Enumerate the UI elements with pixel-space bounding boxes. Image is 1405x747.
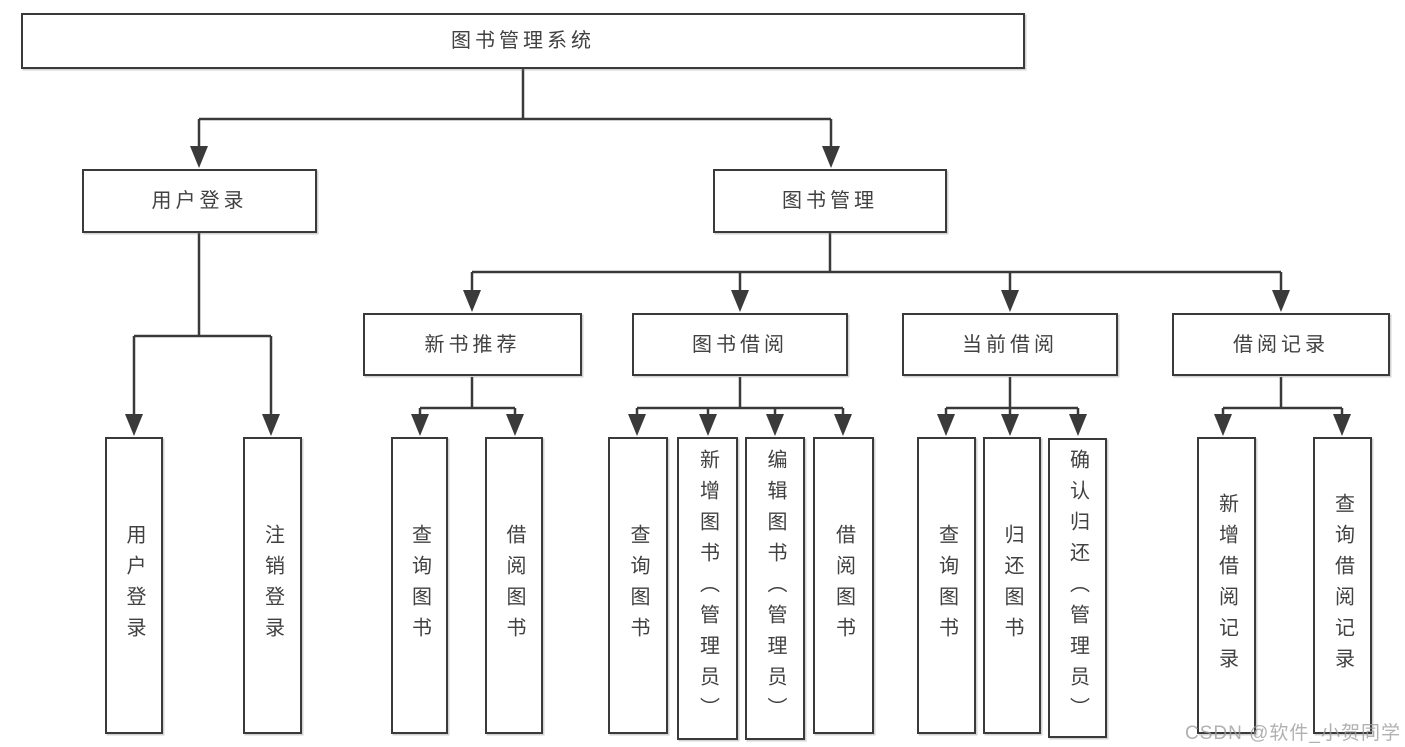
leaf-return-books: 归还图书	[983, 437, 1041, 734]
arrow-icon	[766, 414, 784, 436]
node-label: 查询图书	[935, 523, 958, 648]
arrow-icon	[1001, 414, 1019, 436]
leaf-user-login: 用户登录	[105, 437, 163, 734]
node-borrow-records: 借阅记录	[1172, 313, 1390, 376]
csdn-watermark: CSDN @软件_小贺同学	[1185, 723, 1401, 744]
node-label: 当前借阅	[962, 333, 1058, 356]
node-label: 注销登录	[261, 523, 284, 648]
arrow-icon	[190, 146, 208, 168]
node-label: 归还图书	[1001, 523, 1023, 648]
leaf-add-borrow-record: 新增借阅记录	[1197, 437, 1256, 734]
node-label: 图书借阅	[692, 333, 788, 356]
arrow-icon	[411, 414, 429, 436]
arrow-icon	[506, 414, 524, 436]
arrowheads	[125, 146, 1351, 436]
node-user-login: 用户登录	[82, 169, 317, 233]
arrow-icon	[937, 414, 955, 436]
arrow-icon	[731, 290, 749, 312]
node-book-management: 图书管理	[713, 169, 947, 233]
node-label: 用户登录	[151, 190, 248, 212]
node-label: 图书管理系统	[451, 30, 595, 52]
node-label: 查询图书	[627, 523, 649, 648]
connector-lines	[132, 69, 1344, 416]
node-label: 新增借阅记录	[1215, 492, 1238, 679]
leaf-query-books-borrow: 查询图书	[608, 437, 668, 734]
node-label: 确认归还（管理员）	[1066, 448, 1089, 728]
node-label: 借阅图书	[503, 523, 525, 648]
arrow-icon	[463, 290, 481, 312]
arrow-icon	[262, 414, 280, 436]
leaf-edit-books-admin: 编辑图书（管理员）	[745, 437, 805, 740]
leaf-borrow-books-recommend: 借阅图书	[485, 437, 543, 734]
node-label: 图书管理	[782, 190, 878, 212]
node-label: 查询借阅记录	[1331, 492, 1354, 679]
leaf-logout: 注销登录	[243, 437, 302, 734]
node-label: 借阅图书	[832, 523, 855, 648]
node-book-borrow: 图书借阅	[632, 313, 848, 376]
node-label: 借阅记录	[1233, 333, 1329, 356]
arrow-icon	[1333, 414, 1351, 436]
node-label: 新书推荐	[424, 333, 521, 356]
arrow-icon	[1069, 414, 1087, 436]
node-new-book-recommend: 新书推荐	[363, 313, 582, 376]
leaf-borrow-books: 借阅图书	[813, 437, 874, 734]
arrow-icon	[125, 414, 143, 436]
arrow-icon	[628, 414, 646, 436]
node-label: 编辑图书（管理员）	[764, 449, 786, 728]
arrow-icon	[834, 414, 852, 436]
arrow-icon	[822, 146, 840, 168]
leaf-query-borrow-record: 查询借阅记录	[1313, 437, 1372, 734]
node-root: 图书管理系统	[21, 13, 1025, 69]
arrow-icon	[699, 414, 717, 436]
node-label: 新增图书（管理员）	[696, 449, 719, 728]
leaf-query-books-recommend: 查询图书	[391, 437, 448, 734]
arrow-icon	[1272, 290, 1290, 312]
leaf-confirm-return-admin: 确认归还（管理员）	[1048, 438, 1107, 738]
leaf-query-books-current: 查询图书	[917, 437, 976, 734]
node-current-borrow: 当前借阅	[902, 313, 1118, 376]
leaf-add-books-admin: 新增图书（管理员）	[677, 437, 738, 740]
node-label: 查询图书	[408, 523, 431, 648]
arrow-icon	[1001, 290, 1019, 312]
node-label: 用户登录	[123, 523, 145, 648]
arrow-icon	[1214, 414, 1232, 436]
